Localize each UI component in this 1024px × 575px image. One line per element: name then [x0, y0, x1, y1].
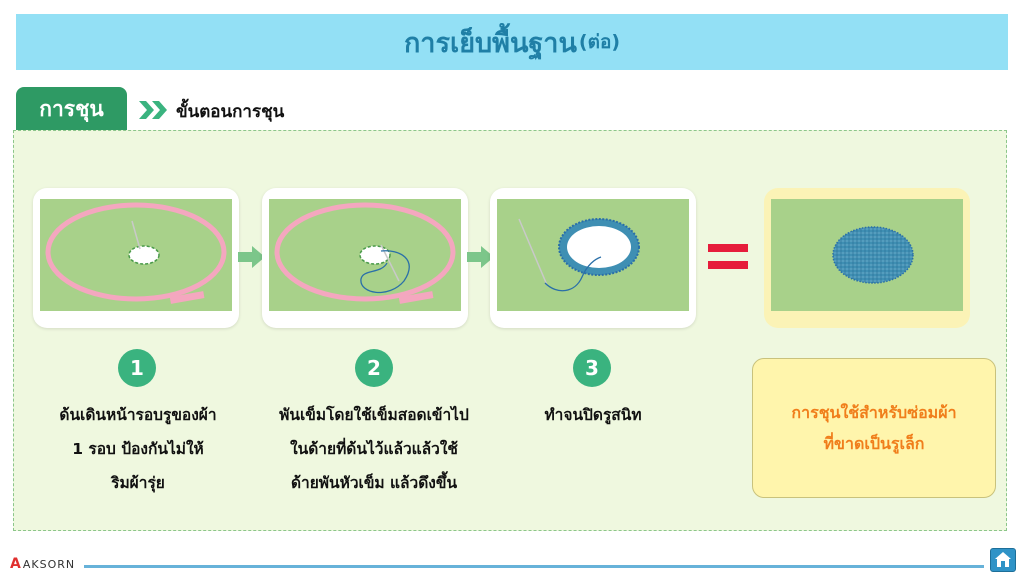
step1-line: ริมผ้ารุ่ย — [111, 474, 165, 492]
step-number-2: 2 — [355, 349, 393, 387]
page-subtitle: (ต่อ) — [578, 31, 621, 53]
page-title: การเย็บพื้นฐาน — [403, 27, 577, 59]
step1-line: ด้นเดินหน้ารอบรูของผ้า — [59, 406, 217, 424]
home-icon — [995, 552, 1011, 567]
note-line: การชุนใช้สำหรับซ่อมผ้า — [791, 403, 957, 422]
step2-line: พันเข็มโดยใช้เข็มสอดเข้าไป — [279, 406, 469, 424]
step1-illustration — [33, 188, 239, 328]
note-line: ที่ขาดเป็นรูเล็ก — [823, 434, 925, 453]
result-illustration — [764, 188, 970, 328]
step3-illustration — [490, 188, 696, 328]
home-button[interactable] — [990, 548, 1016, 572]
topic-tab: การชุน — [16, 87, 127, 131]
note-box: การชุนใช้สำหรับซ่อมผ้า ที่ขาดเป็นรูเล็ก — [752, 358, 996, 498]
logo-mark-icon: A — [10, 556, 21, 572]
logo-text: AKSORN — [22, 557, 76, 571]
double-chevron-icon — [139, 101, 167, 119]
step-number-3: 3 — [573, 349, 611, 387]
title-bar: การเย็บพื้นฐาน (ต่อ) — [16, 14, 1008, 70]
aksorn-logo: A AKSORN — [10, 555, 75, 573]
equals-icon — [708, 244, 748, 272]
step2-line: ด้ายพันหัวเข็ม แล้วดึงขึ้น — [290, 474, 458, 492]
step1-description: ด้นเดินหน้ารอบรูของผ้า 1 รอบ ป้องกันไม่ใ… — [27, 398, 249, 500]
step1-line: 1 รอบ ป้องกันไม่ให้ — [72, 440, 204, 458]
step2-illustration — [262, 188, 468, 328]
step2-line: ในด้ายที่ด้นไว้แล้วแล้วใช้ — [290, 440, 458, 458]
step3-description: ทำจนปิดรูสนิท — [510, 398, 676, 432]
steps-heading: ขั้นตอนการชุน — [176, 102, 285, 122]
arrow-right-icon — [238, 246, 265, 268]
step3-line: ทำจนปิดรูสนิท — [544, 406, 642, 424]
arrow-right-icon — [467, 246, 494, 268]
step2-description: พันเข็มโดยใช้เข็มสอดเข้าไป ในด้ายที่ด้นไ… — [253, 398, 495, 500]
footer-divider — [84, 565, 984, 568]
step-number-1: 1 — [118, 349, 156, 387]
